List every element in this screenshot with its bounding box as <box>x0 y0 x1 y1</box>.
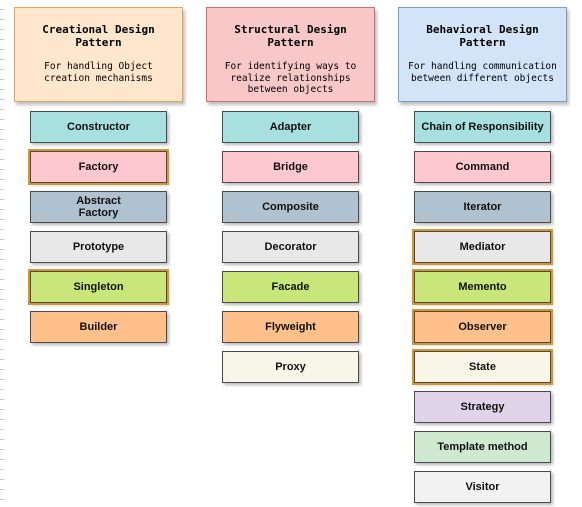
pattern-strategy: Strategy <box>414 391 551 423</box>
structural-header-description: For identifying ways to realize relation… <box>224 61 357 95</box>
pattern-visitor: Visitor <box>414 471 551 503</box>
pattern-composite: Composite <box>222 191 359 223</box>
pattern-proxy: Proxy <box>222 351 359 383</box>
pattern-constructor: Constructor <box>30 111 167 143</box>
pattern-state: State <box>414 351 551 383</box>
pattern-command: Command <box>414 151 551 183</box>
pattern-observer: Observer <box>414 311 551 343</box>
behavioral-header-title: Behavioral Design Pattern <box>426 23 539 49</box>
pattern-abstract-factory: Abstract Factory <box>30 191 167 223</box>
pattern-memento: Memento <box>414 271 551 303</box>
pattern-facade: Facade <box>222 271 359 303</box>
pattern-iterator: Iterator <box>414 191 551 223</box>
pattern-mediator: Mediator <box>414 231 551 263</box>
creational-header-description: For handling Object creation mechanisms <box>44 61 153 84</box>
page-ruler <box>0 0 6 507</box>
pattern-singleton: Singleton <box>30 271 167 303</box>
pattern-decorator: Decorator <box>222 231 359 263</box>
pattern-prototype: Prototype <box>30 231 167 263</box>
pattern-bridge: Bridge <box>222 151 359 183</box>
pattern-flyweight: Flyweight <box>222 311 359 343</box>
creational-header-title: Creational Design Pattern <box>42 23 155 49</box>
pattern-factory: Factory <box>30 151 167 183</box>
pattern-builder: Builder <box>30 311 167 343</box>
pattern-adapter: Adapter <box>222 111 359 143</box>
behavioral-header-description: For handling communication between diffe… <box>408 61 557 84</box>
pattern-chain-of-responsibility: Chain of Responsibility <box>414 111 551 143</box>
pattern-template-method: Template method <box>414 431 551 463</box>
structural-header-title: Structural Design Pattern <box>234 23 347 49</box>
